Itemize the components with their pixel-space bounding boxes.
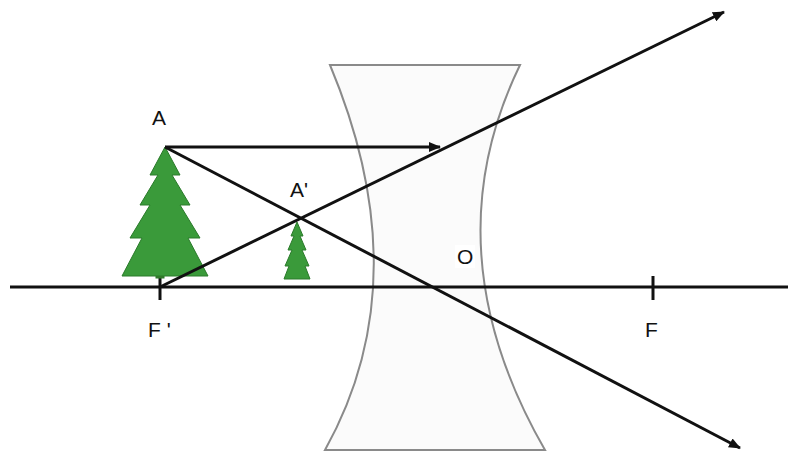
focal-tick (652, 276, 655, 300)
image-point-label: A' (288, 178, 310, 201)
ray-through-center (165, 147, 740, 448)
ray-diverging (160, 12, 724, 287)
point-label: A (150, 106, 168, 129)
focal-point-label: F (643, 318, 660, 341)
lens-center-label: O (455, 245, 475, 268)
ray-parallel (165, 146, 440, 149)
image-tree (284, 222, 310, 279)
object-tree (122, 147, 208, 278)
focal-point-label: F ' (146, 318, 173, 341)
optical-axis (10, 286, 788, 289)
focal-tick (159, 278, 162, 300)
concave-lens (325, 65, 545, 450)
